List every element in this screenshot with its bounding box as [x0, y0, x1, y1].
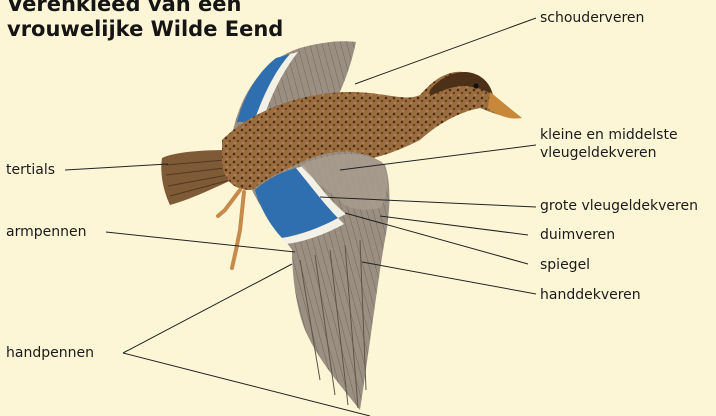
- eye: [473, 83, 478, 88]
- label-handdekveren: handdekveren: [540, 286, 641, 304]
- label-vleugeldekveren: vleugeldekveren: [540, 144, 657, 162]
- leader-armpennen: [106, 232, 295, 252]
- label-grote-vleugeldekveren: grote vleugeldekveren: [540, 197, 698, 215]
- leader-duimveren: [380, 216, 528, 235]
- label-handpennen: handpennen: [6, 344, 94, 362]
- legs: [218, 190, 244, 268]
- leader-tertials: [65, 164, 168, 170]
- label-armpennen: armpennen: [6, 223, 86, 241]
- label-spiegel: spiegel: [540, 256, 590, 274]
- leader-handpennen-1: [123, 264, 292, 353]
- label-tertials: tertials: [6, 161, 55, 179]
- leader-handdekveren: [362, 262, 536, 294]
- label-schouderveren: schouderveren: [540, 9, 644, 27]
- label-kleine-en-middelste: kleine en middelste: [540, 126, 678, 144]
- leader-schouderveren: [355, 18, 536, 84]
- label-duimveren: duimveren: [540, 226, 615, 244]
- bill: [488, 92, 522, 119]
